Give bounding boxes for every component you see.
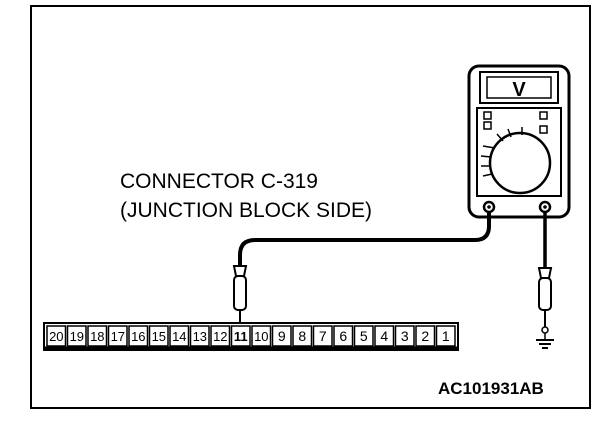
ground-probe-icon bbox=[537, 267, 553, 334]
connector-pin-label-14: 14 bbox=[172, 329, 186, 344]
meter-display-unit: V bbox=[512, 79, 526, 101]
connector-pin-cell-7 bbox=[312, 325, 333, 347]
connector-pin-label-19: 19 bbox=[70, 329, 84, 344]
probe-collar bbox=[232, 265, 248, 277]
connector-pin-label-7: 7 bbox=[319, 328, 327, 344]
ground-probe-clip bbox=[541, 326, 549, 334]
meter-jack-left-core bbox=[487, 205, 491, 209]
meter-button-1 bbox=[483, 111, 492, 120]
meter-button-3 bbox=[539, 111, 548, 120]
connector-pin-cell-2 bbox=[415, 325, 436, 347]
connector-pin-label-1: 1 bbox=[442, 328, 450, 344]
connector-pin-cell-15 bbox=[148, 325, 169, 347]
connector-pin-cell-5 bbox=[353, 325, 374, 347]
connector-pin-cell-9 bbox=[271, 325, 292, 347]
connector-pin-cell-3 bbox=[394, 325, 415, 347]
connector-pin-cell-4 bbox=[374, 325, 395, 347]
connector-pin-cell-13 bbox=[189, 325, 210, 347]
connector-pin-label-11: 11 bbox=[234, 329, 248, 344]
connector-pin-label-5: 5 bbox=[360, 328, 368, 344]
connector-pin-cell-18 bbox=[87, 325, 108, 347]
connector-pin-cell-20 bbox=[46, 325, 67, 347]
meter-button-2 bbox=[483, 121, 492, 130]
connector-pin-cell-8 bbox=[292, 325, 313, 347]
connector-pin-label-16: 16 bbox=[131, 329, 145, 344]
connector-pin-label-15: 15 bbox=[152, 329, 166, 344]
connector-pin-label-3: 3 bbox=[401, 328, 409, 344]
ground-symbol-icon bbox=[536, 333, 554, 349]
connector-pin-label-9: 9 bbox=[278, 328, 286, 344]
meter-dial-ticks bbox=[480, 127, 523, 177]
meter-lead-positive bbox=[238, 213, 491, 266]
connector-label-line2: (JUNCTION BLOCK SIDE) bbox=[120, 199, 372, 222]
connector-pin-cell-10 bbox=[251, 325, 272, 347]
connector-pin-label-2: 2 bbox=[421, 328, 429, 344]
meter-display-inner bbox=[486, 76, 552, 99]
connector-pin-label-8: 8 bbox=[298, 328, 306, 344]
connector-pin-label-10: 10 bbox=[254, 329, 268, 344]
connector-label-line1: CONNECTOR C-319 bbox=[120, 170, 318, 193]
connector-pin-cell-17 bbox=[107, 325, 128, 347]
test-probe-icon bbox=[232, 265, 248, 332]
connector-pin-cell-1 bbox=[435, 325, 456, 347]
connector-pin-cell-14 bbox=[169, 325, 190, 347]
connector-pin-cell-6 bbox=[333, 325, 354, 347]
connector-pin-cell-11 bbox=[230, 325, 251, 347]
connector-pin-label-12: 12 bbox=[213, 329, 227, 344]
connector-pin-label-20: 20 bbox=[49, 329, 63, 344]
meter-button-4 bbox=[539, 125, 548, 134]
probe-handle bbox=[233, 275, 247, 311]
meter-rotary-dial bbox=[488, 131, 552, 195]
connector-pin-label-13: 13 bbox=[193, 329, 207, 344]
connector-pin-cell-16 bbox=[128, 325, 149, 347]
ground-probe-collar bbox=[537, 267, 553, 279]
connector-pin-label-18: 18 bbox=[90, 329, 104, 344]
connector-pin-label-4: 4 bbox=[380, 328, 388, 344]
figure-id: AC101931AB bbox=[438, 379, 544, 398]
connector-pin-cell-19 bbox=[66, 325, 87, 347]
voltmeter-icon: V bbox=[467, 64, 571, 219]
connector-pin-label-6: 6 bbox=[339, 328, 347, 344]
connector-pin-label-17: 17 bbox=[111, 329, 125, 344]
ground-probe-handle bbox=[538, 277, 552, 311]
connector-pin-cell-12 bbox=[210, 325, 231, 347]
meter-jack-right-core bbox=[543, 205, 547, 209]
diagram-frame bbox=[30, 5, 591, 409]
